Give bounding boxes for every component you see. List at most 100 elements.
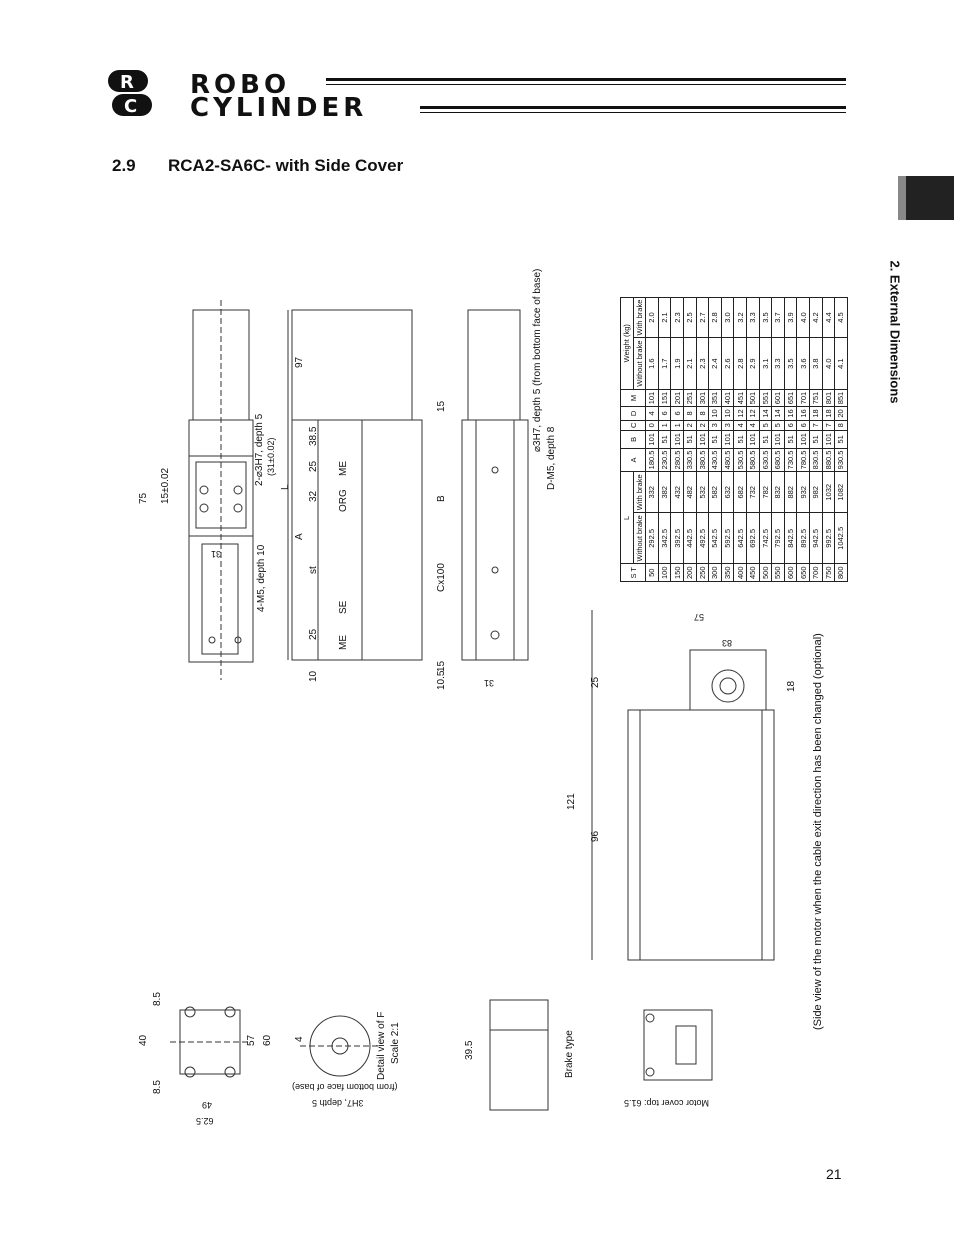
dimension-table-rotated: S T L A B C D M Weight (kg) Without brak… bbox=[620, 297, 848, 582]
label-scale: Scale 2:1 bbox=[390, 1022, 401, 1064]
table-cell: 4.4 bbox=[822, 297, 835, 338]
table-cell: 150 bbox=[670, 563, 684, 582]
svg-text:C: C bbox=[124, 96, 137, 117]
table-cell: 101 bbox=[822, 430, 835, 449]
table-cell: 10 bbox=[708, 406, 722, 421]
th-C: C bbox=[620, 420, 646, 431]
table-cell: 4.0 bbox=[822, 337, 835, 390]
th-L-with: With brake bbox=[633, 471, 646, 513]
table-cell: 582 bbox=[708, 471, 722, 513]
table-cell: 2.5 bbox=[683, 297, 697, 338]
table-cell: 4.2 bbox=[809, 297, 822, 338]
page-number: 21 bbox=[826, 1166, 842, 1182]
th-weight: Weight (kg) bbox=[620, 297, 634, 390]
table-cell: 280.5 bbox=[670, 448, 684, 472]
label-me-top: ME bbox=[338, 461, 349, 476]
table-cell: 800 bbox=[834, 563, 848, 582]
label-orig: ORG bbox=[338, 489, 349, 512]
table-cell: 3.1 bbox=[759, 337, 772, 390]
dim-32: 32 bbox=[308, 490, 319, 502]
table-cell: 6 bbox=[670, 406, 684, 421]
table-cell: 18 bbox=[822, 406, 835, 421]
logo-robo-text: ROBO bbox=[190, 70, 291, 100]
table-cell: 3.5 bbox=[759, 297, 772, 338]
table-cell: 480.5 bbox=[721, 448, 734, 472]
dim-25-top: 25 bbox=[308, 460, 319, 472]
table-cell: 2.0 bbox=[645, 297, 659, 338]
dim-15-002: 15±0.02 bbox=[160, 467, 171, 504]
table-cell: 6 bbox=[784, 420, 797, 431]
label-m5-depth10: 4-M5, depth 10 bbox=[256, 544, 267, 612]
table-cell: 51 bbox=[658, 430, 671, 449]
dim-L: L bbox=[280, 484, 291, 490]
table-cell: 650 bbox=[796, 563, 810, 582]
table-cell: 530.5 bbox=[733, 448, 747, 472]
table-cell: 492.5 bbox=[696, 512, 709, 564]
table-cell: 732 bbox=[746, 471, 760, 513]
dim-49: 49 bbox=[202, 1100, 213, 1110]
dim-75: 75 bbox=[138, 492, 149, 504]
dim-25-bottom: 25 bbox=[308, 628, 319, 640]
table-cell: 3.3 bbox=[746, 297, 760, 338]
chapter-tab-label: 2. External Dimensions bbox=[887, 260, 903, 404]
table-header-row-1: S T L A B C D M Weight (kg) bbox=[620, 297, 646, 582]
th-weight-without: Without brake bbox=[633, 337, 646, 390]
table-cell: 51 bbox=[784, 430, 797, 449]
table-cell: 51 bbox=[809, 430, 822, 449]
table-cell: 742.5 bbox=[759, 512, 772, 564]
dim-4: 4 bbox=[294, 1036, 305, 1042]
table-cell: 780.5 bbox=[796, 448, 810, 472]
th-M: M bbox=[620, 389, 646, 407]
table-cell: 632 bbox=[721, 471, 734, 513]
table-cell: 701 bbox=[796, 389, 810, 407]
table-cell: 12 bbox=[746, 406, 760, 421]
table-cell: 892.5 bbox=[796, 512, 810, 564]
table-cell: 51 bbox=[759, 430, 772, 449]
dim-83: 83 bbox=[722, 638, 733, 648]
table-cell: 2.8 bbox=[708, 297, 722, 338]
table-cell: 601 bbox=[771, 389, 785, 407]
table-cell: 682 bbox=[733, 471, 747, 513]
table-cell: 982 bbox=[809, 471, 822, 513]
table-cell: 20 bbox=[834, 406, 848, 421]
label-motor-cover: Motor cover top: 61.5 bbox=[624, 1098, 710, 1108]
svg-text:R: R bbox=[120, 72, 134, 93]
table-cell: 4.5 bbox=[834, 297, 848, 338]
dim-8-5-bottom: 8.5 bbox=[152, 1080, 163, 1094]
th-L-without: Without brake bbox=[633, 512, 646, 564]
label-me-bottom: ME bbox=[338, 635, 349, 650]
table-cell: 292.5 bbox=[645, 512, 659, 564]
table-cell: 180.5 bbox=[645, 448, 659, 472]
chapter-tab-marker bbox=[898, 176, 954, 220]
table-cell: 942.5 bbox=[809, 512, 822, 564]
dim-97: 97 bbox=[294, 356, 305, 368]
table-cell: 350 bbox=[721, 563, 734, 582]
rc-logo-icon: R C bbox=[108, 70, 152, 117]
table-cell: 580.5 bbox=[746, 448, 760, 472]
table-cell: 6 bbox=[658, 406, 671, 421]
table-cell: 342.5 bbox=[658, 512, 671, 564]
table-cell: 442.5 bbox=[683, 512, 697, 564]
technical-drawing bbox=[170, 300, 775, 1111]
dimension-table: S T L A B C D M Weight (kg) Without brak… bbox=[620, 297, 848, 582]
side-view-note: (Side view of the motor when the cable e… bbox=[812, 633, 824, 1030]
table-cell: 3.0 bbox=[721, 297, 734, 338]
table-cell: 501 bbox=[746, 389, 760, 407]
table-cell: 792.5 bbox=[771, 512, 785, 564]
header-rule-bottom-thin bbox=[420, 112, 846, 113]
table-cell: 18 bbox=[809, 406, 822, 421]
table-cell: 3.2 bbox=[733, 297, 747, 338]
table-cell: 0 bbox=[645, 420, 659, 431]
dim-40: 40 bbox=[138, 1034, 149, 1046]
table-cell: 1082 bbox=[834, 471, 848, 513]
table-cell: 51 bbox=[683, 430, 697, 449]
table-cell: 450 bbox=[746, 563, 760, 582]
